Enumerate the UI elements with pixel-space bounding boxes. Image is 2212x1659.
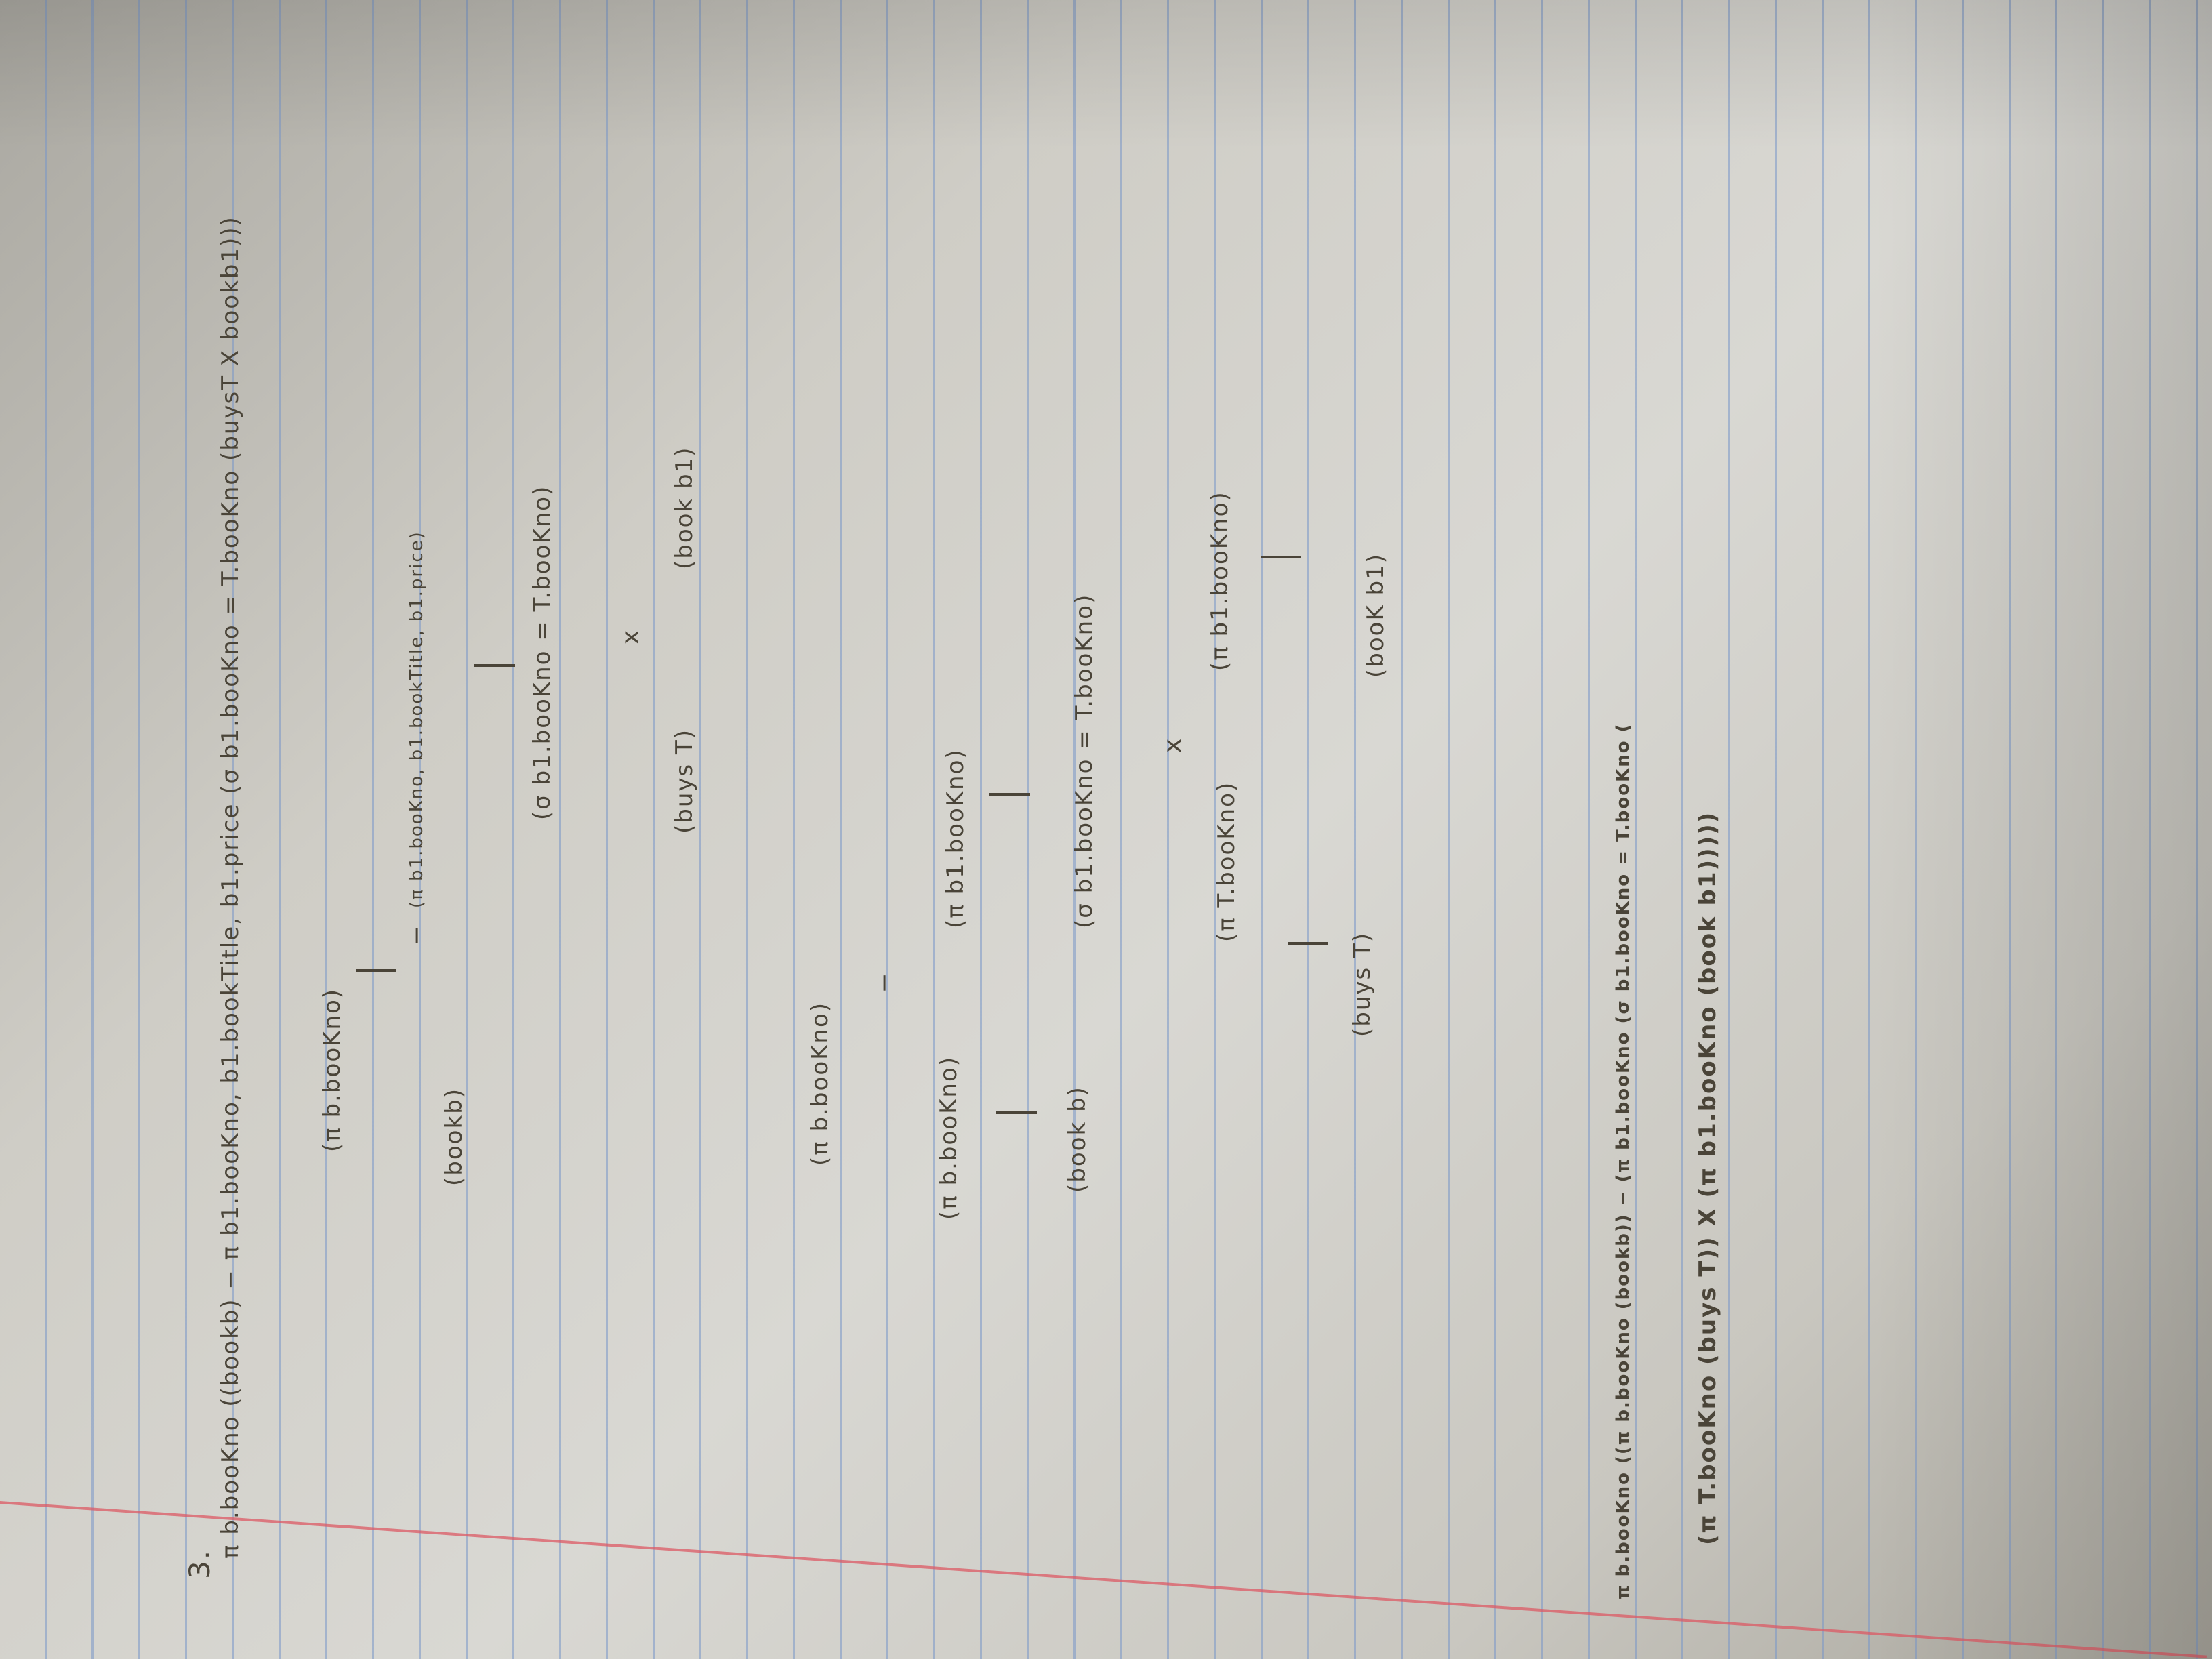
tree2-minus-operator: − (870, 972, 899, 994)
tree1-root: (π b.booKno) (319, 987, 346, 1152)
final-expression-line1: π b.booKno ((π b.booKno (bookb)) − (π b1… (1613, 722, 1633, 1599)
tree2-join-right-leaf: (booK b1) (1362, 552, 1389, 678)
tree1-minus-operator: − (403, 925, 431, 946)
tree2-edge-join-left (1288, 942, 1328, 945)
tree2-select-node: (σ b1.booKno = T.booKno) (1071, 593, 1098, 928)
tree1-join-operator: x (617, 630, 645, 645)
tree1-edge-root (356, 969, 396, 972)
tree2-edge-right (989, 793, 1030, 796)
final-expression-line2: (π T.booKno (buys T)) X (π b1.booKno (bo… (1694, 811, 1721, 1545)
tree2-left-proj: (π b.booKno) (935, 1055, 962, 1220)
problem-number: 3. (183, 1549, 216, 1579)
tree1-right-node: (π b1.booKno, b1.bookTitle, b1.price) (407, 531, 427, 908)
tree2-edge-join-right (1261, 556, 1301, 558)
tree2-join-right-proj: (π b1.booKno) (1206, 491, 1233, 671)
tree1-left-leaf: (bookb) (441, 1088, 468, 1186)
tree2-join-left-proj: (π T.booKno) (1213, 781, 1240, 942)
tree1-select-node: (σ b1.booKno = T.booKno) (529, 485, 556, 820)
main-expression: π b.booKno ((bookb) − π b1.booKno, b1.bo… (217, 216, 244, 1559)
tree1-edge-right (474, 664, 515, 667)
tree2-join-operator: x (1159, 738, 1187, 754)
tree2-root: (π b.booKno) (806, 1001, 834, 1166)
tree2-left-leaf: (book b) (1064, 1086, 1091, 1193)
tree2-edge-left (996, 1111, 1037, 1114)
tree1-join-right: (book b1) (671, 446, 698, 569)
tree2-join-left-leaf: (buys T) (1349, 931, 1376, 1037)
tree1-join-left: (buys T) (671, 728, 698, 834)
tree2-right-proj: (π b1.booKno) (942, 748, 969, 928)
